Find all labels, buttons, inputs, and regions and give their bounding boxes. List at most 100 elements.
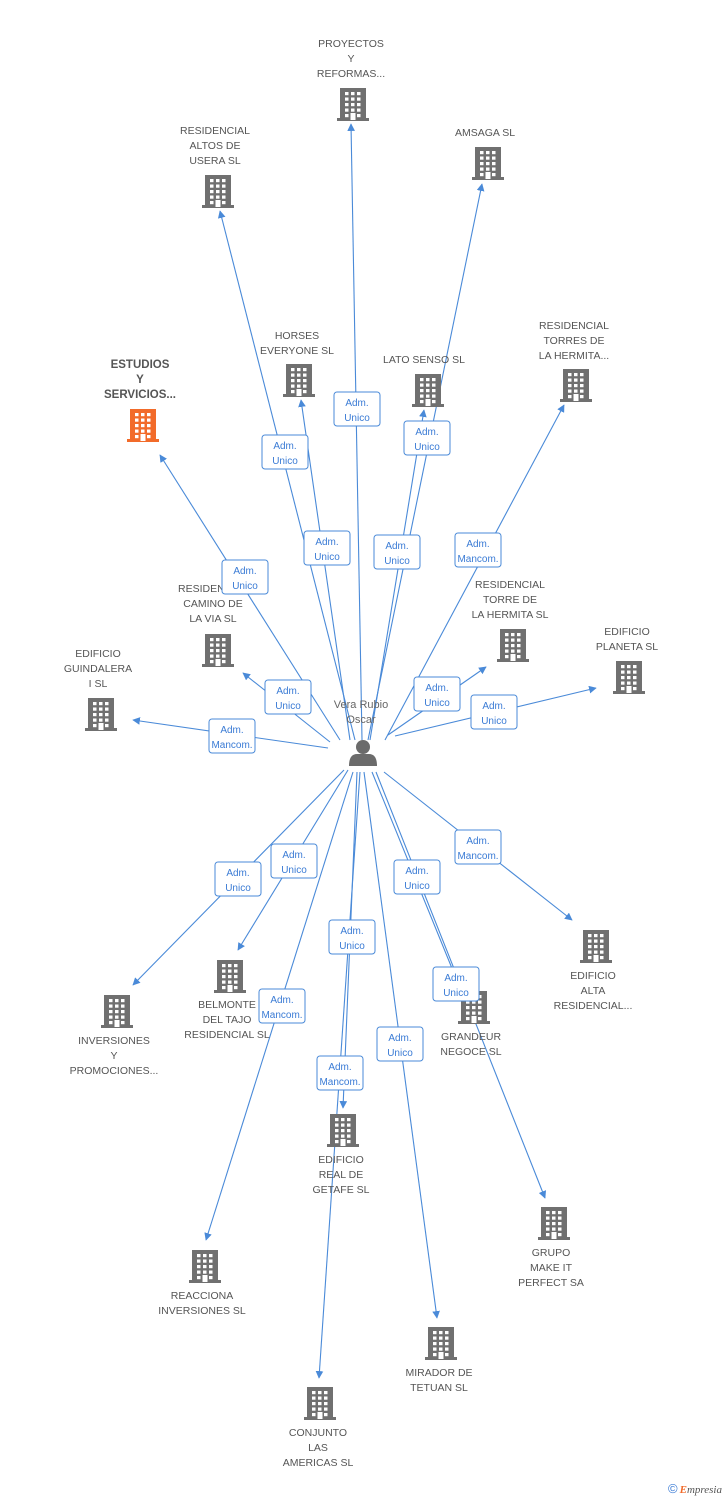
role-label-line: Unico bbox=[232, 581, 258, 592]
company-label-line: AMSAGA SL bbox=[455, 127, 515, 139]
edge-lato-senso bbox=[369, 409, 427, 741]
role-label: Adm.Unico bbox=[424, 683, 450, 709]
role-badge-grandeur[interactable]: Adm.Unico bbox=[393, 859, 441, 895]
company-label-line: MAKE IT bbox=[530, 1262, 573, 1274]
role-badge-make-it-perfect[interactable]: Adm.Unico bbox=[432, 966, 480, 1002]
building-icon bbox=[101, 995, 133, 1028]
role-label-line: Adm. bbox=[220, 725, 243, 736]
role-badge-real-getafe[interactable]: Adm. Unico bbox=[328, 919, 376, 955]
building-icon bbox=[560, 369, 592, 402]
company-label: LATO SENSO SL bbox=[383, 354, 465, 366]
edge-proyectos bbox=[347, 123, 363, 741]
role-label-line: Unico bbox=[339, 941, 365, 952]
role-label-line: Unico bbox=[387, 1048, 413, 1059]
company-label-line: LA HERMITA... bbox=[539, 350, 609, 362]
role-label-line: Unico bbox=[225, 883, 251, 894]
role-label: Adm.Unico bbox=[404, 866, 430, 892]
role-label: Adm.Unico bbox=[281, 850, 307, 876]
role-badge-inversiones[interactable]: Adm. Unico bbox=[214, 861, 262, 897]
building-icon bbox=[127, 409, 159, 442]
role-badge-horses[interactable]: Adm.Unico bbox=[303, 530, 351, 566]
role-badge-torre-hermita[interactable]: Adm.Unico bbox=[413, 676, 461, 712]
role-label: Adm.Unico bbox=[481, 701, 507, 727]
company-label-line: RESIDENCIAL bbox=[180, 125, 250, 137]
role-label-line: Adm. bbox=[315, 537, 338, 548]
company-label-line: RESIDENCIAL bbox=[475, 579, 545, 591]
role-label-line: Mancom. bbox=[261, 1010, 302, 1021]
building-icon bbox=[472, 147, 504, 180]
role-label: Adm. Mancom. bbox=[211, 725, 252, 751]
role-label-line: Adm. bbox=[226, 868, 249, 879]
company-label-line: SERVICIOS... bbox=[104, 389, 176, 401]
role-badge-amsaga[interactable]: Adm.Unico bbox=[403, 420, 451, 456]
building-icon bbox=[337, 88, 369, 121]
role-badge-guindalera[interactable]: Adm. Mancom. bbox=[208, 718, 256, 754]
role-badge-reacciona[interactable]: Adm.Mancom. bbox=[258, 988, 306, 1024]
role-label-line: Unico bbox=[424, 698, 450, 709]
company-label-line: RESIDENCIAL bbox=[539, 320, 609, 332]
building-icon bbox=[304, 1387, 336, 1420]
company-label-line: RESIDENCIAL SL bbox=[184, 1029, 270, 1041]
role-label-line: Adm. bbox=[276, 686, 299, 697]
role-label-line: Adm. bbox=[385, 541, 408, 552]
role-badge-mirador-tetuan[interactable]: Adm. Unico bbox=[376, 1026, 424, 1062]
role-label-line: Mancom. bbox=[457, 851, 498, 862]
role-badge-planeta[interactable]: Adm.Unico bbox=[470, 694, 518, 730]
role-badge-conjunto-americas[interactable]: Adm.Mancom. bbox=[316, 1055, 364, 1091]
company-label-line: CONJUNTO bbox=[289, 1427, 347, 1439]
role-label: Adm. Unico bbox=[387, 1033, 413, 1059]
building-icon bbox=[202, 634, 234, 667]
role-badge-belmonte[interactable]: Adm.Unico bbox=[270, 843, 318, 879]
role-badge-proyectos[interactable]: Adm.Unico bbox=[333, 391, 381, 427]
role-badge-estudios[interactable]: Adm.Unico bbox=[221, 559, 269, 595]
role-label-line: Adm. bbox=[388, 1033, 411, 1044]
role-badge-alta-residencial[interactable]: Adm.Mancom. bbox=[454, 829, 502, 865]
role-label-line: Unico bbox=[443, 988, 469, 999]
company-label-line: ESTUDIOS bbox=[111, 359, 170, 371]
company-node-lato-senso[interactable]: LATO SENSO SL bbox=[383, 354, 465, 407]
role-label-line: Mancom. bbox=[457, 554, 498, 565]
building-icon bbox=[425, 1327, 457, 1360]
role-label: Adm.Unico bbox=[314, 537, 340, 563]
role-label-line: Mancom. bbox=[319, 1077, 360, 1088]
company-label-line: RESIDENCIAL... bbox=[554, 1000, 633, 1012]
role-badge-torres-hermita[interactable]: Adm.Mancom. bbox=[454, 532, 502, 568]
role-label: Adm.Unico bbox=[384, 541, 410, 567]
role-badge-altos-usera[interactable]: Adm.Unico bbox=[261, 434, 309, 470]
role-label: Adm.Unico bbox=[443, 973, 469, 999]
role-label-line: Mancom. bbox=[211, 740, 252, 751]
company-node-amsaga[interactable]: AMSAGA SL bbox=[455, 127, 515, 180]
role-badge-camino-via[interactable]: Adm.Unico bbox=[264, 679, 312, 715]
role-badge-lato-senso[interactable]: Adm.Unico bbox=[373, 534, 421, 570]
company-label-line: LA HERMITA SL bbox=[472, 609, 549, 621]
role-label-line: Adm. bbox=[340, 926, 363, 937]
